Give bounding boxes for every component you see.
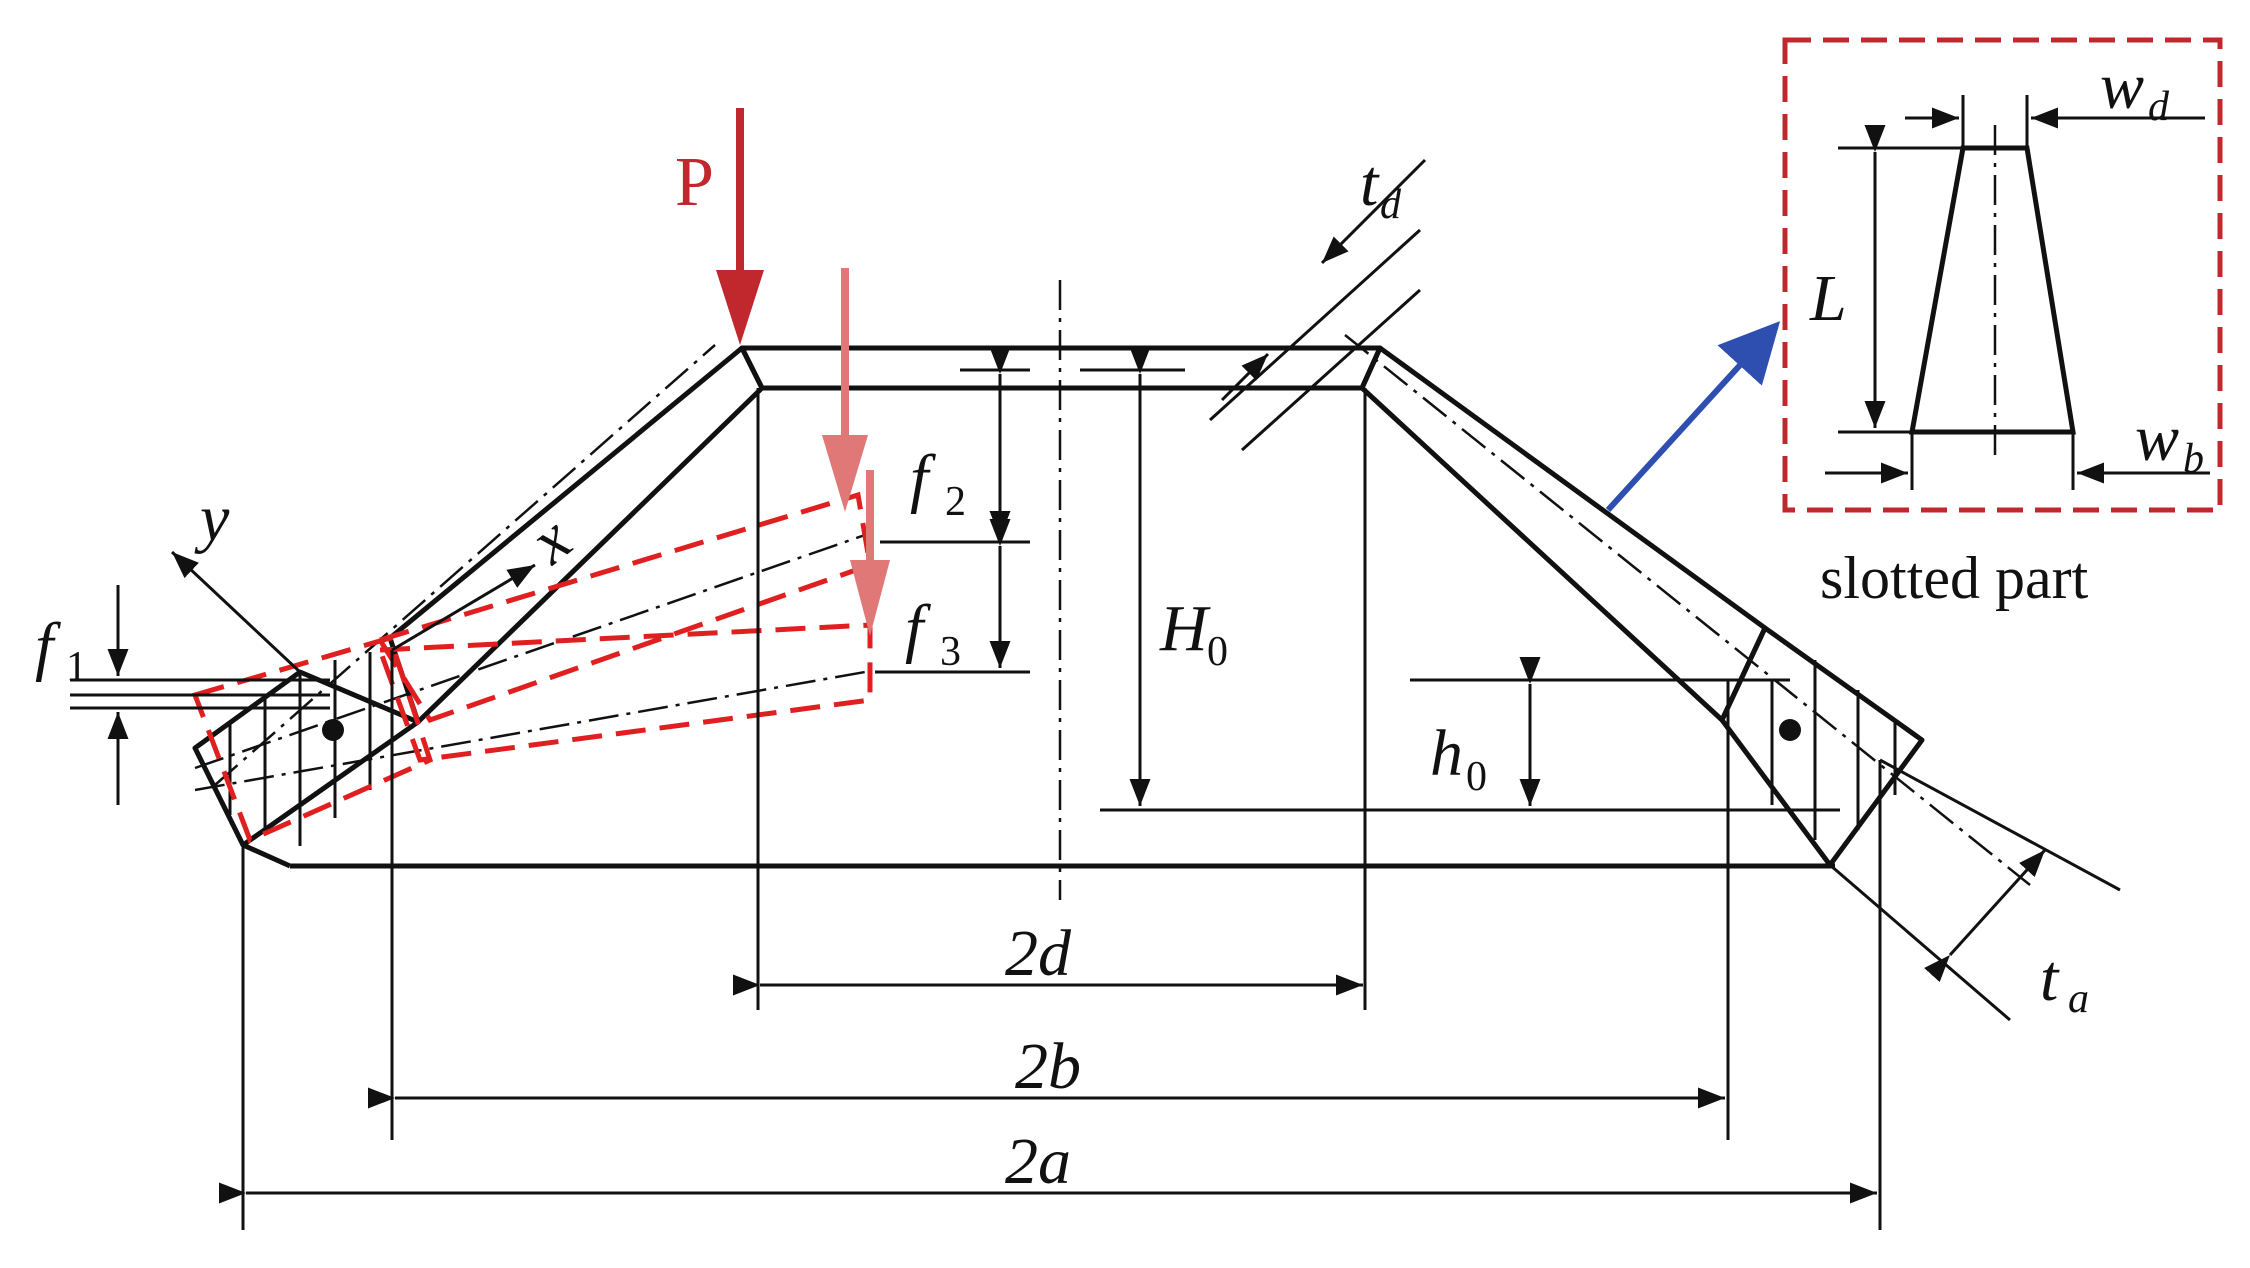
svg-text:w: w [2135, 402, 2179, 475]
inset-border [1782, 37, 2223, 513]
load-arrow-main [716, 108, 764, 345]
label-wd: w d [2100, 50, 2170, 130]
label-H0: H 0 [1159, 592, 1228, 675]
label-h0: h 0 [1430, 717, 1487, 800]
spring-cross-section [192, 345, 1925, 869]
svg-text:2: 2 [945, 479, 966, 525]
dim-td-out [1220, 352, 1270, 402]
label-y: y [194, 482, 230, 555]
left-end-block [192, 669, 421, 848]
svg-text:3: 3 [940, 629, 961, 675]
label-L: L [1809, 262, 1847, 335]
svg-text:0: 0 [1466, 754, 1487, 800]
label-2a: 2a [1005, 1125, 1071, 1198]
svg-text:H: H [1159, 592, 1211, 665]
load-arrow-shadow-2 [850, 470, 890, 636]
label-ta: t a [2040, 942, 2089, 1022]
label-2b: 2b [1015, 1030, 1081, 1103]
label-f1: f 1 [35, 610, 87, 690]
svg-text:0: 0 [1207, 629, 1228, 675]
load-label: P [675, 144, 714, 221]
svg-text:t: t [2040, 942, 2060, 1015]
svg-text:f: f [910, 442, 936, 515]
svg-text:h: h [1430, 717, 1463, 790]
svg-text:a: a [2068, 976, 2089, 1022]
inset-caption: slotted part [1820, 545, 2089, 611]
right-centroid [1779, 719, 1801, 741]
svg-text:d: d [1380, 182, 1402, 228]
dim-ta [1924, 848, 2047, 983]
svg-text:w: w [2100, 50, 2144, 123]
label-f3: f 3 [905, 592, 961, 675]
deformed-shape [191, 491, 873, 844]
svg-text:f: f [905, 592, 931, 665]
label-wb: w b [2135, 402, 2204, 482]
svg-text:1: 1 [66, 644, 87, 690]
left-arm [387, 345, 765, 725]
slotted-part-inset: L w d w b [1782, 37, 2223, 513]
axis-y [170, 550, 302, 674]
label-f2: f 2 [910, 442, 966, 525]
svg-text:f: f [35, 610, 61, 683]
label-td: t d [1360, 147, 1402, 228]
svg-text:d: d [2148, 84, 2170, 130]
slot-outline [1909, 145, 2076, 435]
svg-text:b: b [2183, 436, 2204, 482]
load-arrow-shadow-1 [822, 268, 868, 512]
dimensions [70, 158, 2121, 1230]
inset-pointer-arrow [1605, 321, 1781, 513]
right-end-block [1719, 625, 1925, 868]
left-centroid [322, 719, 344, 741]
label-x: x [516, 502, 585, 578]
svg-text:t: t [1360, 147, 1380, 220]
dim-td-in [1320, 158, 1427, 265]
label-2d: 2d [1005, 917, 1072, 990]
axis-x [391, 563, 536, 652]
centre-lines [194, 280, 2031, 900]
